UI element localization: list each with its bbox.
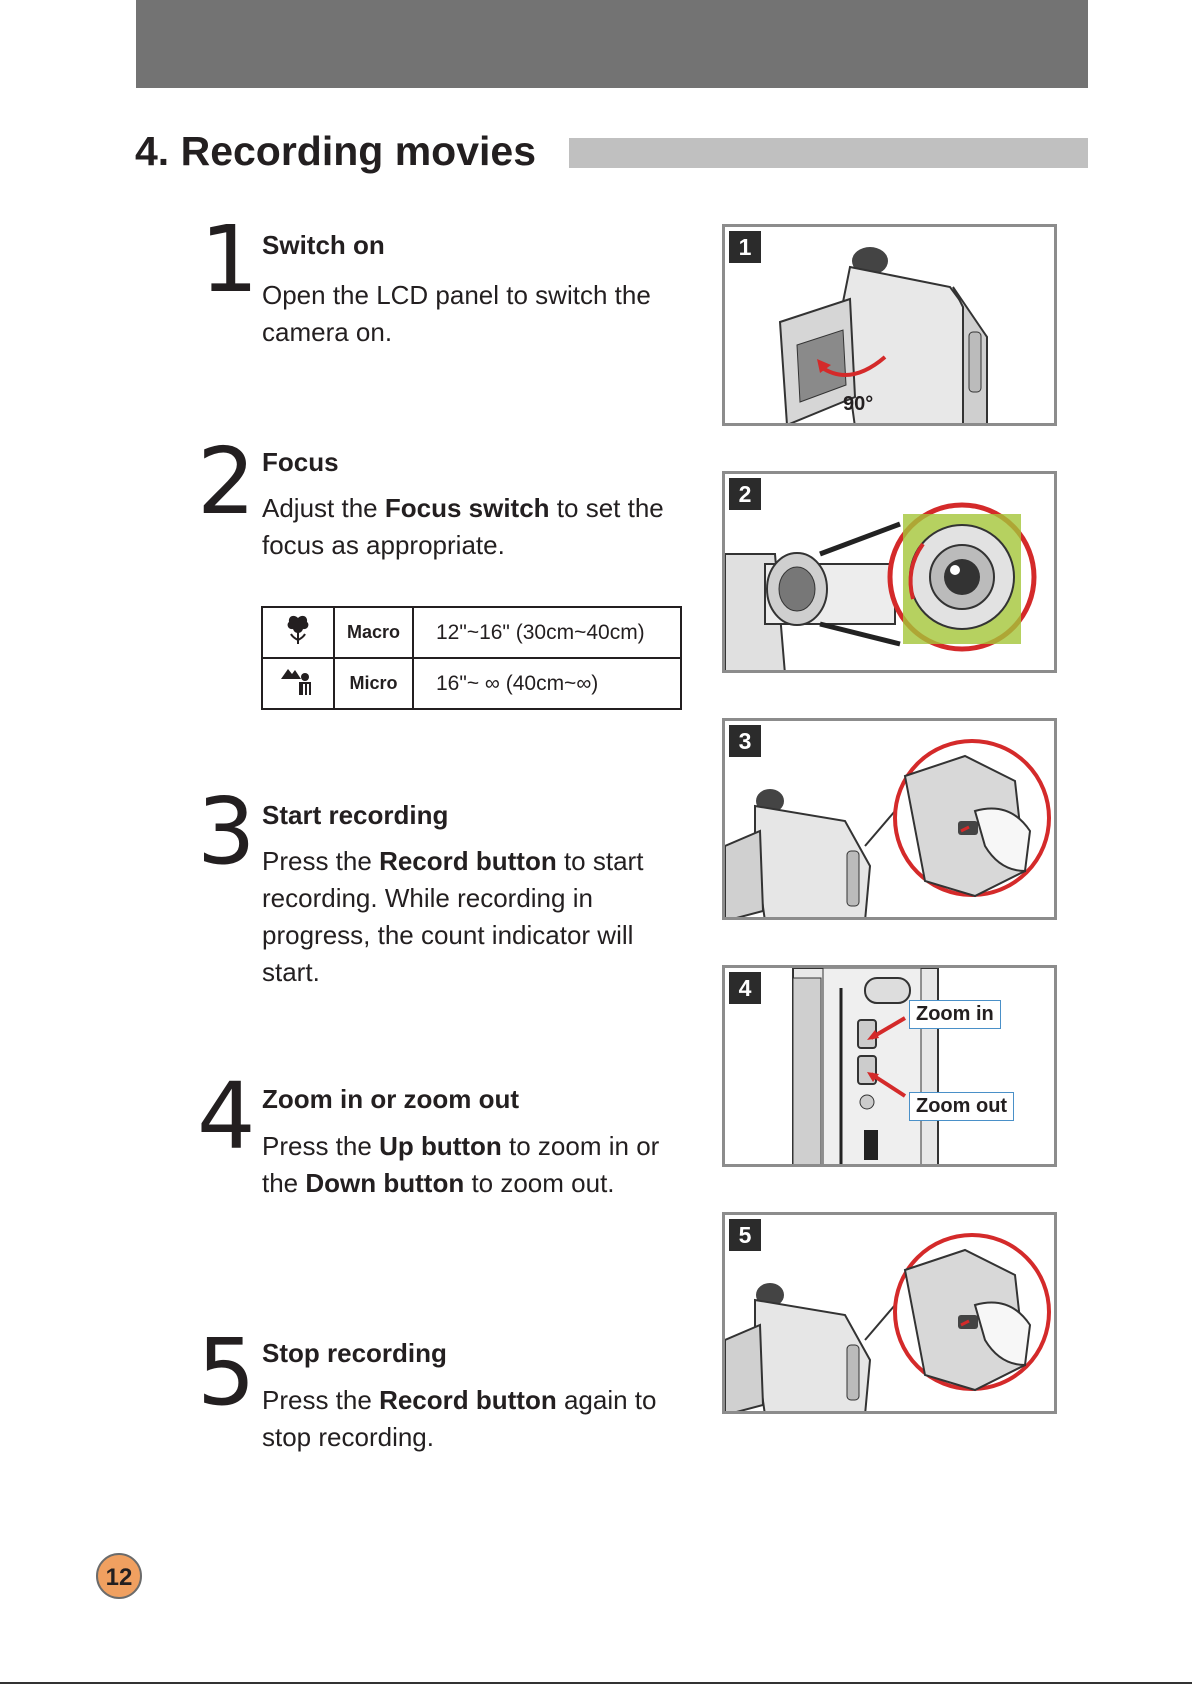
section-title: 4. Recording movies (135, 128, 537, 174)
panel-number: 2 (729, 478, 761, 510)
panel-number: 4 (729, 972, 761, 1004)
step-number: 1 (200, 206, 259, 313)
zoom-buttons-illustration (792, 968, 939, 1164)
focus-range: 12"~16" (30cm~40cm) (412, 606, 682, 659)
focus-mode: Macro (333, 606, 414, 659)
illustration-panel-3: 3 (722, 718, 1057, 920)
panel-number: 5 (729, 1219, 761, 1251)
page-number-badge: 12 (96, 1553, 142, 1599)
focus-mode: Micro (333, 657, 414, 710)
step-number: 5 (197, 1319, 256, 1426)
header-bar (136, 0, 1088, 88)
zoom-out-label: Zoom out (909, 1092, 1015, 1121)
title-rule (569, 138, 1088, 168)
illustration-panel-5: 5 (722, 1212, 1057, 1414)
step-number: 2 (197, 428, 256, 535)
step-title: Switch on (262, 230, 385, 260)
record-button-illustration (725, 1233, 1051, 1411)
camera-open-lcd-illustration: 90° (778, 247, 989, 423)
svg-text:90°: 90° (843, 393, 873, 415)
mountain-person-icon (261, 657, 335, 710)
step-title: Zoom in or zoom out (262, 1084, 520, 1114)
zoom-in-label: Zoom in (909, 1000, 1001, 1029)
illustration-panel-2: 2 (722, 471, 1057, 673)
illustration-panel-1: 1 90° (722, 224, 1057, 426)
bottom-rule (0, 1682, 1192, 1684)
table-row: Macro 12"~16" (30cm~40cm) (261, 606, 682, 659)
focus-range: 16"~ ∞ (40cm~∞) (412, 657, 682, 710)
flower-icon (261, 606, 335, 659)
step-text: Adjust the Focus switch to set the focus… (262, 493, 664, 560)
illustration-panel-4: 4 Zoom in Zoom out (722, 965, 1057, 1167)
step-title: Focus (262, 447, 339, 477)
step-text: Press the Record button again to stop re… (262, 1385, 657, 1452)
panel-number: 1 (729, 231, 761, 263)
step-number: 4 (197, 1063, 256, 1170)
focus-switch-illustration (725, 502, 1037, 670)
record-button-illustration (725, 739, 1051, 917)
step-title: Start recording (262, 800, 449, 830)
step-title: Stop recording (262, 1338, 447, 1368)
step-number: 3 (197, 778, 256, 885)
panel-number: 3 (729, 725, 761, 757)
step-text: Press the Up button to zoom in or the Do… (262, 1131, 660, 1198)
step-text: Open the LCD panel to switch the camera … (262, 280, 651, 347)
focus-range-table: Macro 12"~16" (30cm~40cm) Micro 16"~ ∞ (… (261, 606, 682, 710)
table-row: Micro 16"~ ∞ (40cm~∞) (261, 657, 682, 710)
step-text: Press the Record button to start recordi… (262, 846, 644, 987)
